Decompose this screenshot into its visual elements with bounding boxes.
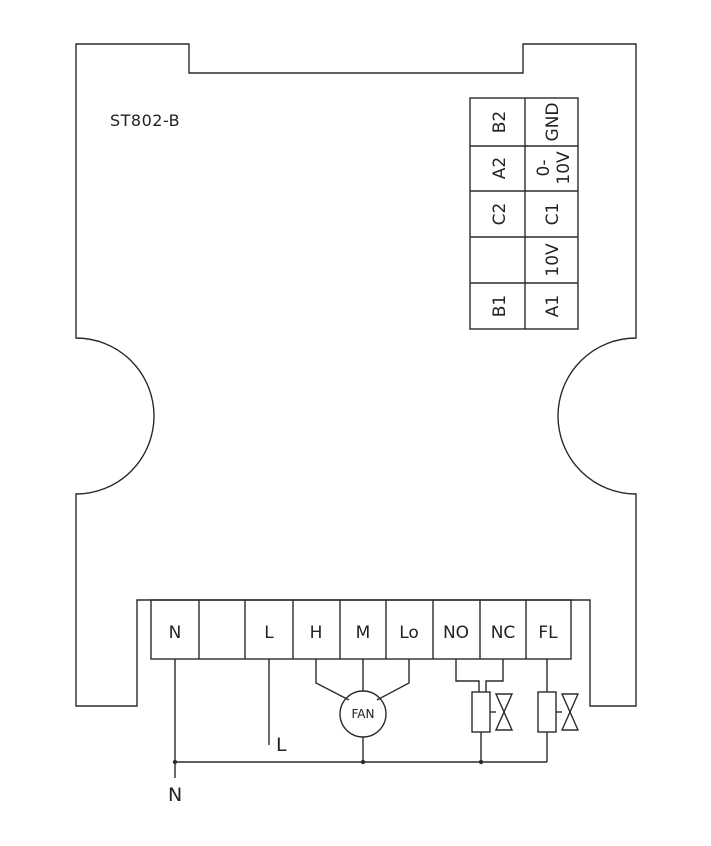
terminal-0-10v-b: 10V [554,151,574,185]
terminal-10v: 10V [543,243,563,277]
terminal-b1: B1 [490,295,510,317]
terminal-m: M [356,623,371,643]
valve-fl [537,691,580,733]
wiring [172,659,548,778]
neutral-wire-label: N [168,784,182,806]
terminal-l: L [264,623,274,643]
terminal-n: N [169,623,182,643]
line-wire-label: L [276,734,287,756]
terminal-a1: A1 [543,295,563,317]
bottom-terminal-block: N L H M Lo NO NC FL [150,599,572,660]
terminal-fl: FL [538,623,558,643]
terminal-no: NO [443,623,469,643]
terminal-nc: NC [491,623,516,643]
model-label: ST802-B [110,111,180,130]
terminal-a2: A2 [490,157,510,179]
terminal-0-10v-a: 0- [534,160,554,177]
terminal-lo: Lo [399,623,419,643]
device-outline [75,43,637,707]
terminal-c2: C2 [490,203,510,226]
terminal-gnd: GND [543,103,563,142]
terminal-c1: C1 [543,203,563,226]
valve-no-nc [471,691,514,733]
fan-motor: FAN [339,690,387,738]
top-terminal-block: B2 A2 C2 B1 GND 0- 10V C1 10V A1 [469,97,579,330]
terminal-b2: B2 [490,111,510,133]
fan-label: FAN [352,707,375,721]
terminal-h: H [310,623,323,643]
